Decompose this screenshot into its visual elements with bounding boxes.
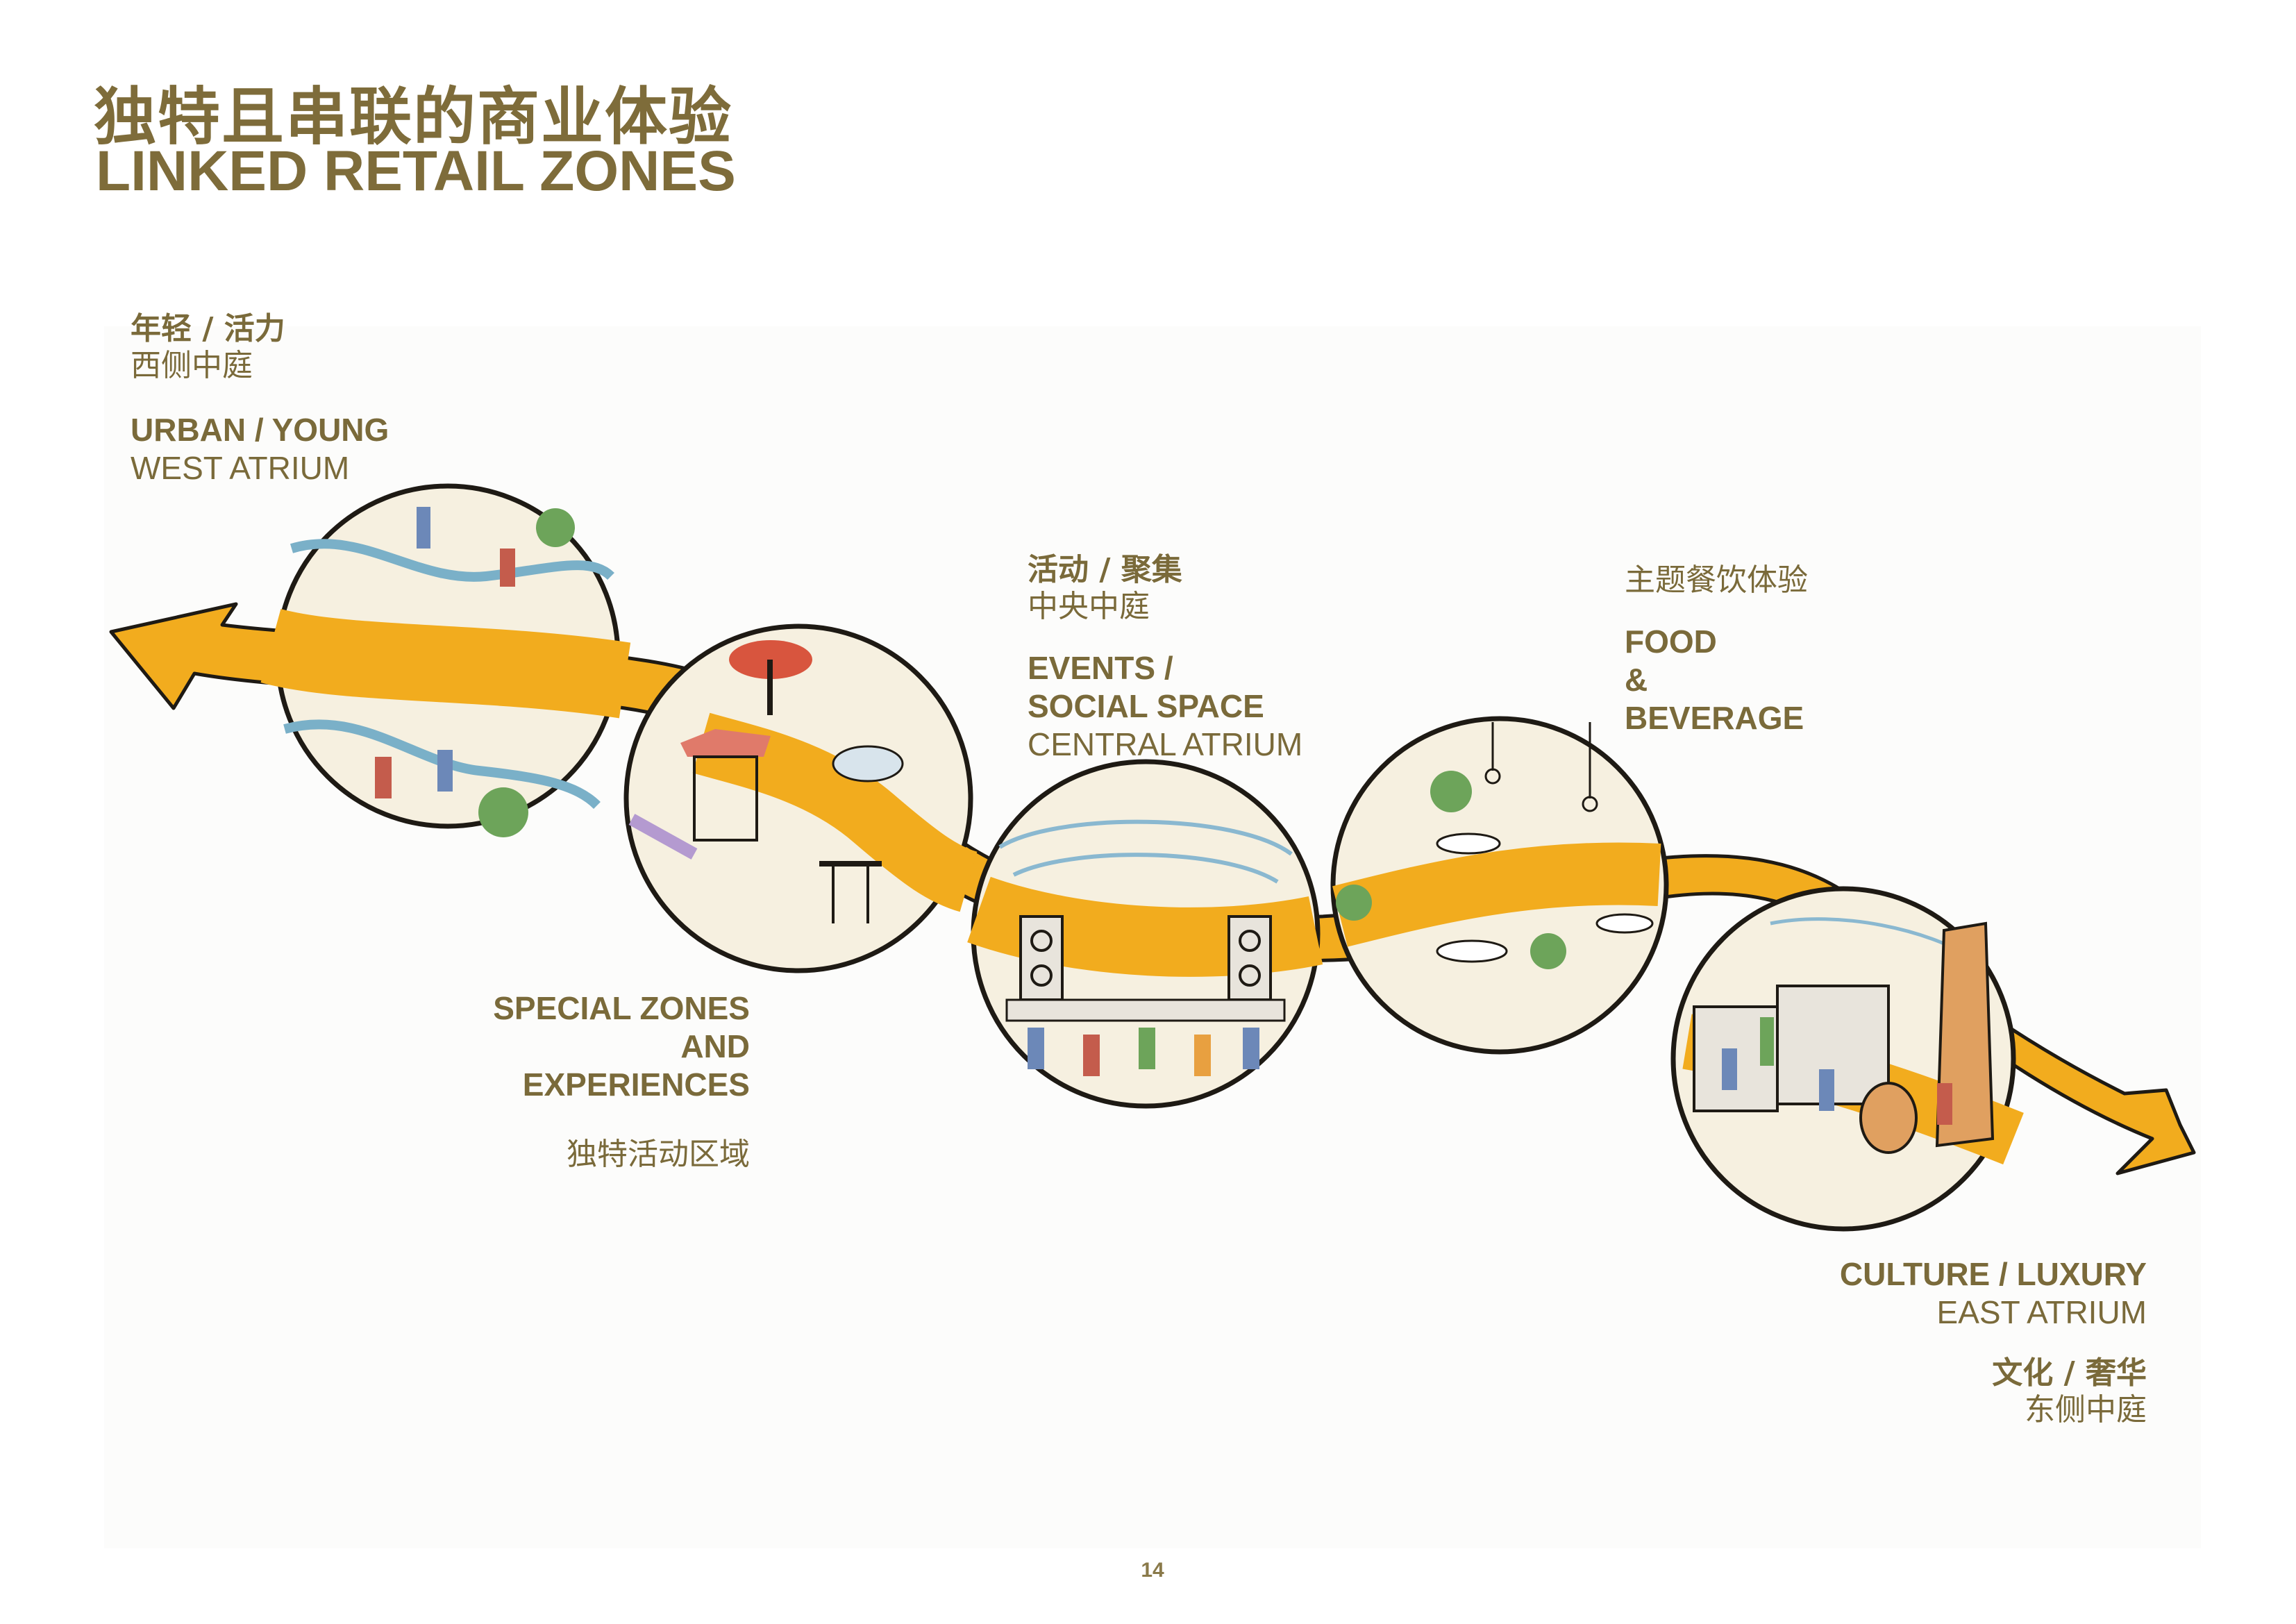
east-en-sub: EAST ATRIUM <box>1936 1294 2147 1331</box>
east-en-heading: CULTURE / LUXURY <box>1839 1256 2147 1292</box>
special-zone-label: SPECIAL ZONES AND EXPERIENCES 独特活动区域 <box>417 989 750 1173</box>
east-cn-sub: 东侧中庭 <box>2025 1392 2147 1428</box>
central-en-line2: SOCIAL SPACE <box>1028 687 1264 724</box>
special-cn: 独特活动区域 <box>567 1136 750 1172</box>
central-en-line1: EVENTS / <box>1028 649 1173 686</box>
special-zones-illustration <box>623 623 978 973</box>
page-number: 14 <box>1141 1559 1164 1582</box>
food-cn: 主题餐饮体验 <box>1625 562 1808 598</box>
central-cn-heading: 活动 / 聚集 <box>1028 552 1182 587</box>
special-en-line1: SPECIAL ZONES <box>493 990 750 1026</box>
food-en-line2: & <box>1625 661 1648 698</box>
central-atrium-illustration <box>967 759 1323 1109</box>
west-atrium-illustration <box>260 483 631 837</box>
food-en-line1: FOOD <box>1625 623 1717 660</box>
food-en-line3: BEVERAGE <box>1625 700 1804 737</box>
west-en-sub: WEST ATRIUM <box>131 449 350 486</box>
central-cn-sub: 中央中庭 <box>1028 588 1150 624</box>
special-en-line2: AND <box>680 1028 750 1065</box>
central-zone-label: 活动 / 聚集 中央中庭 EVENTS / SOCIAL SPACE CENTR… <box>1028 552 1302 764</box>
west-cn-sub: 西侧中庭 <box>131 347 253 383</box>
east-cn-heading: 文化 / 奢华 <box>1992 1355 2147 1391</box>
page-title-chinese: 独特且串联的商业体验 <box>94 81 732 153</box>
west-en-heading: URBAN / YOUNG <box>131 411 389 448</box>
west-zone-label: 年轻 / 活力 西侧中庭 URBAN / YOUNG WEST ATRIUM <box>131 311 389 487</box>
central-en-sub: CENTRAL ATRIUM <box>1028 726 1303 762</box>
page-title-english: LINKED RETAIL ZONES <box>96 140 736 203</box>
food-beverage-illustration <box>1330 716 1669 1055</box>
west-cn-heading: 年轻 / 活力 <box>131 311 285 346</box>
special-en-line3: EXPERIENCES <box>522 1066 750 1103</box>
east-zone-label: CULTURE / LUXURY EAST ATRIUM 文化 / 奢华 东侧中… <box>1736 1255 2147 1429</box>
east-atrium-illustration <box>1670 886 2024 1232</box>
food-zone-label: 主题餐饮体验 FOOD & BEVERAGE <box>1625 562 1808 737</box>
